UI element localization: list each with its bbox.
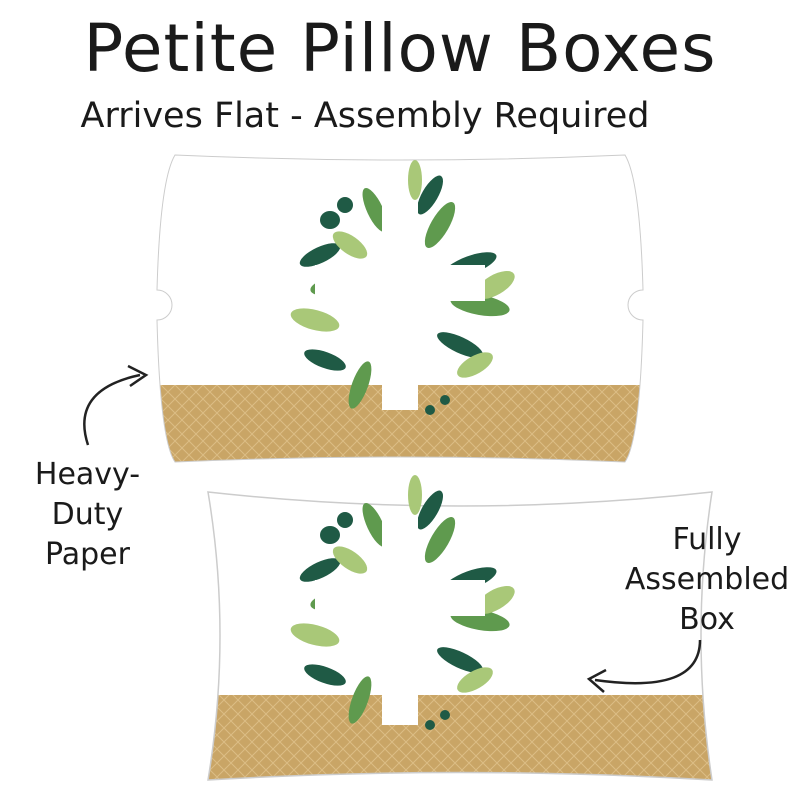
label-line: Fully (672, 522, 742, 557)
label-line: Heavy-Duty (34, 457, 141, 532)
page-title: Petite Pillow Boxes (83, 10, 717, 87)
subtitle: Arrives Flat - Assembly Required (80, 96, 650, 136)
fully-assembled-box-label: Fully Assembled Box (612, 520, 800, 640)
flat-pillow-box (156, 154, 644, 463)
label-line: Paper (45, 537, 130, 572)
assembled-pillow-box (207, 475, 713, 781)
label-line: Box (679, 602, 735, 637)
label-line: Assembled (624, 562, 790, 597)
arrow-to-flat-icon (83, 373, 141, 446)
arrow-to-assembled-icon (594, 639, 702, 685)
heavy-duty-paper-label: Heavy-Duty Paper (0, 455, 175, 575)
